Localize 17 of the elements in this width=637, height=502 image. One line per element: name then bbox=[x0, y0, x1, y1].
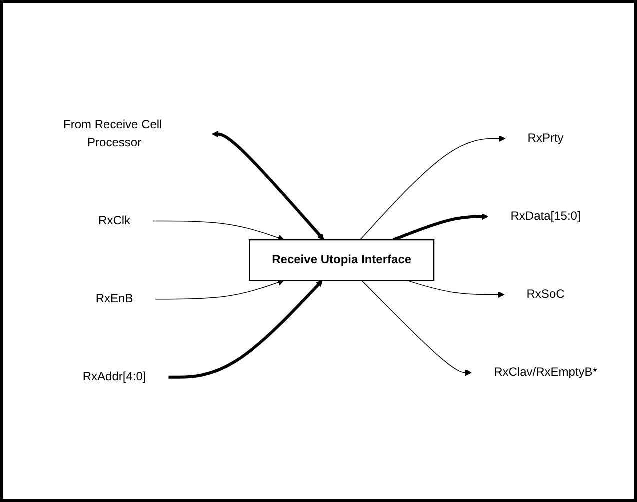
node-text: RxClav/RxEmptyB* bbox=[494, 366, 598, 379]
node-text: RxClk bbox=[98, 214, 131, 227]
node-text: RxAddr[4:0] bbox=[82, 370, 146, 384]
node-text: RxSoC bbox=[526, 288, 565, 301]
arrow bbox=[360, 135, 506, 240]
node-box: Receive Utopia Interface bbox=[249, 239, 435, 281]
node-text: RxData[15:0] bbox=[510, 210, 581, 222]
arrow bbox=[168, 280, 323, 379]
node-text: RxPrty bbox=[528, 132, 564, 144]
arrow bbox=[155, 279, 284, 300]
arrow bbox=[361, 280, 472, 376]
node-text: From Receive Cell Processor bbox=[64, 118, 162, 149]
node-text: RxEnB bbox=[96, 292, 134, 306]
arrow bbox=[212, 130, 324, 240]
arrow bbox=[152, 220, 284, 241]
arrow bbox=[406, 280, 505, 298]
arrow bbox=[392, 213, 489, 242]
